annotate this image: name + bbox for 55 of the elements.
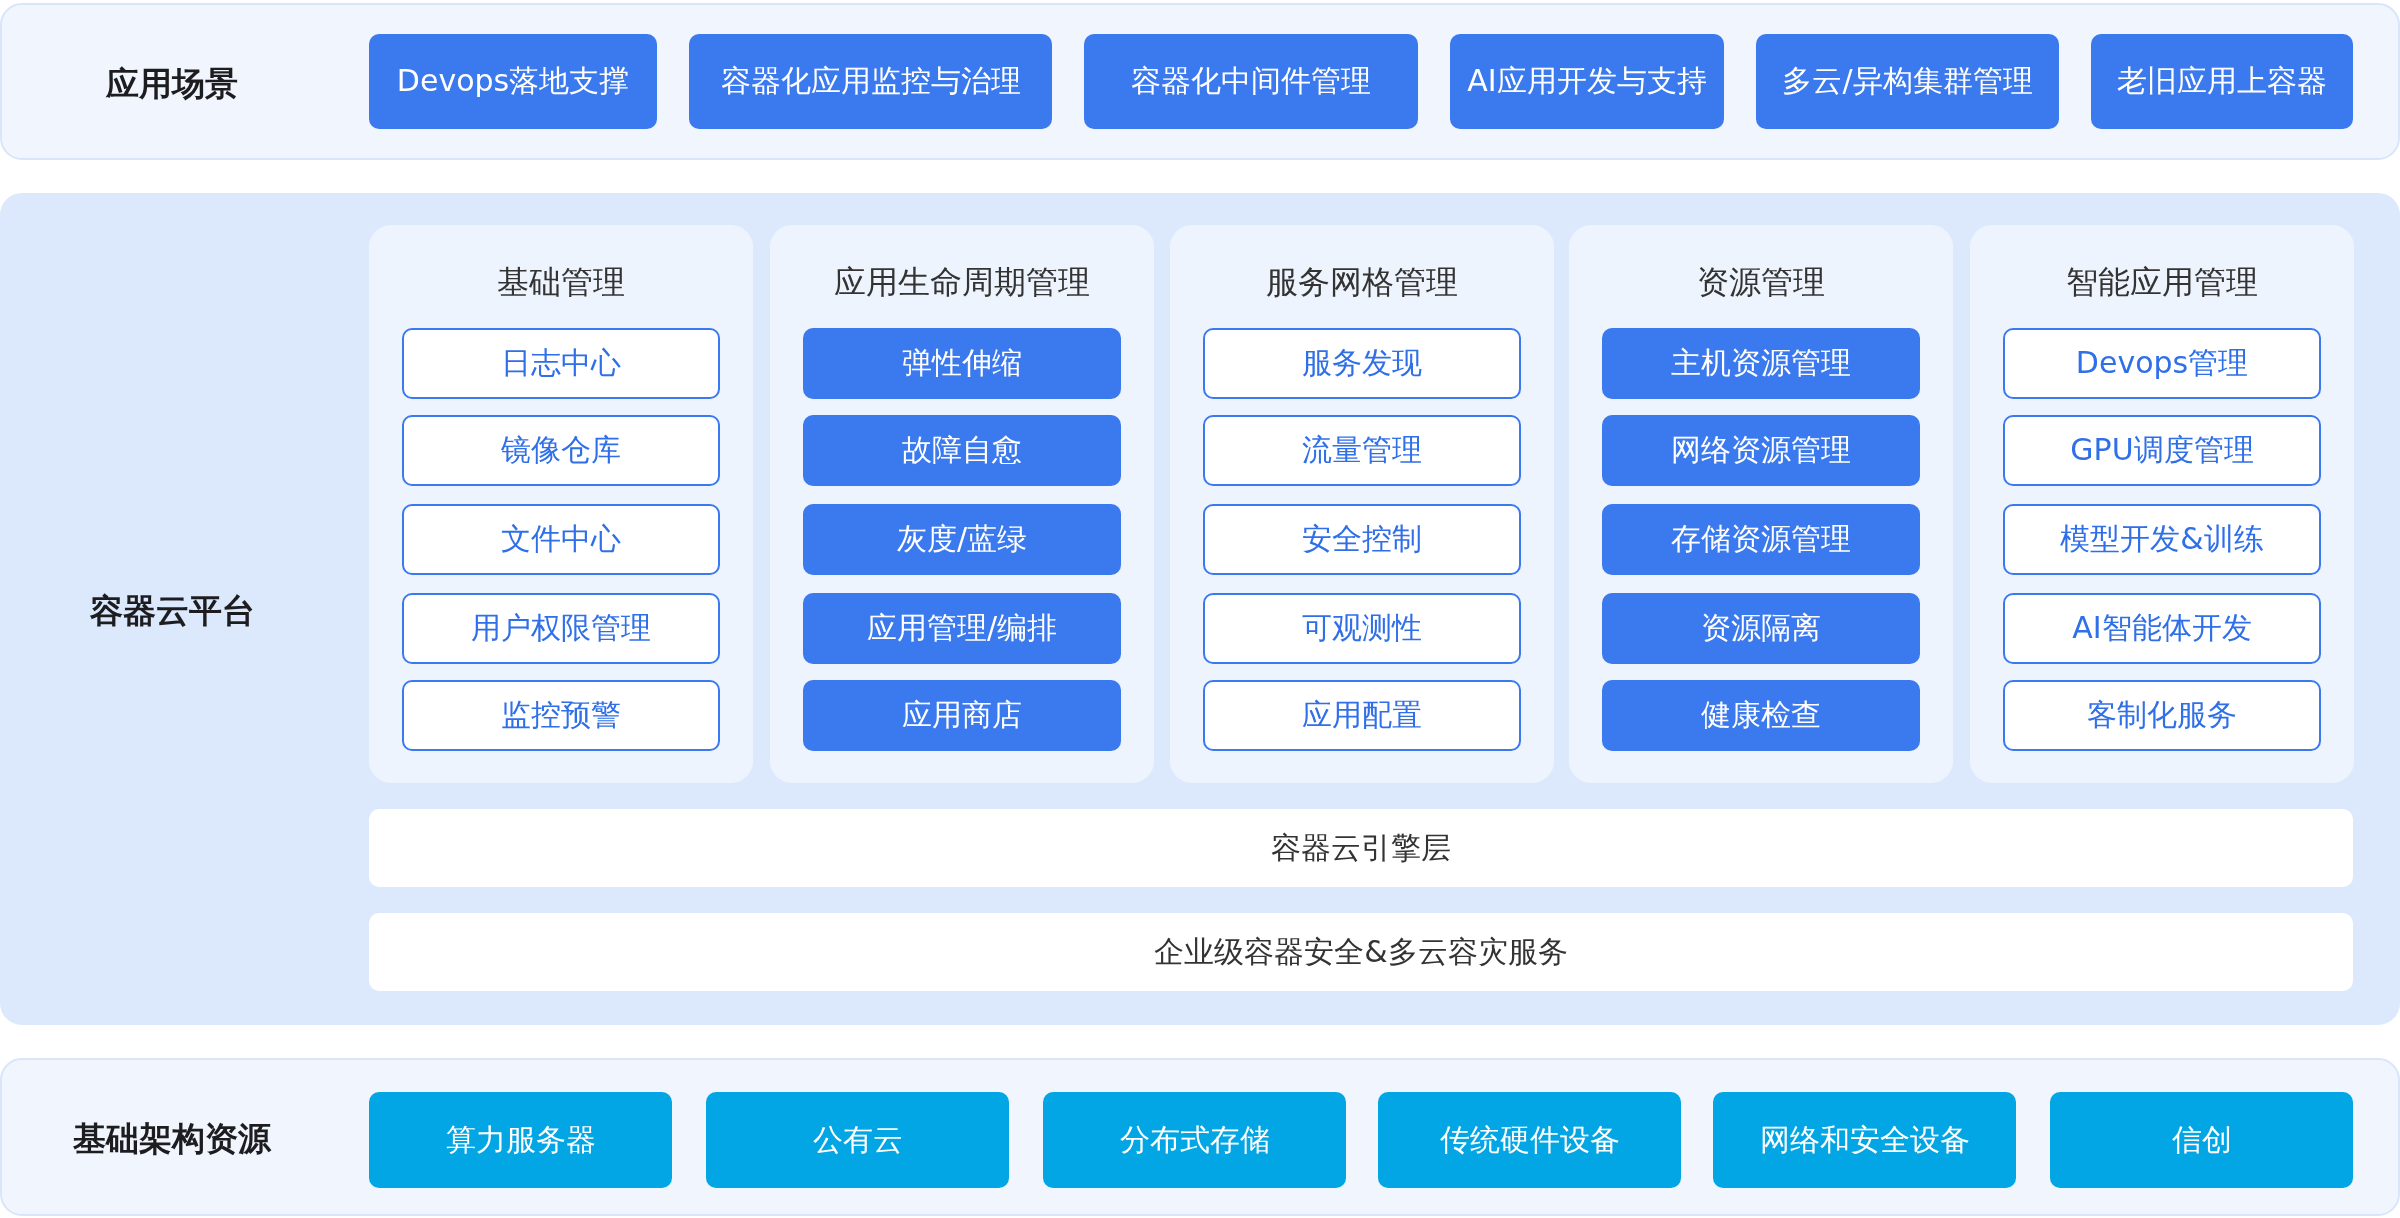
feature-tag: 资源隔离 (1602, 593, 1920, 664)
module-title: 智能应用管理 (2065, 262, 2259, 303)
feature-tag: 老旧应用上容器 (2091, 34, 2353, 129)
feature-tag: 监控预警 (402, 680, 720, 751)
feature-tag: 应用管理/编排 (803, 593, 1121, 664)
feature-tag: Devops落地支撑 (369, 34, 657, 129)
feature-tag: Devops管理 (2003, 328, 2321, 399)
feature-tag: 服务发现 (1203, 328, 1521, 399)
feature-tag: 灰度/蓝绿 (803, 504, 1121, 575)
feature-tag: 日志中心 (402, 328, 720, 399)
feature-tag: 应用配置 (1203, 680, 1521, 751)
service-layer-bar: 企业级容器安全&多云容灾服务 (369, 913, 2353, 991)
feature-tag: 应用商店 (803, 680, 1121, 751)
resource-tag: 分布式存储 (1043, 1092, 1346, 1188)
feature-tag: 容器化应用监控与治理 (689, 34, 1052, 129)
module-card (369, 225, 753, 783)
feature-tag: 故障自愈 (803, 415, 1121, 486)
feature-tag: AI应用开发与支持 (1450, 34, 1724, 129)
service-layer-bar: 容器云引擎层 (369, 809, 2353, 887)
module-card (1970, 225, 2354, 783)
module-card (770, 225, 1154, 783)
module-title: 服务网格管理 (1265, 262, 1459, 303)
module-card (1569, 225, 1953, 783)
feature-tag: 模型开发&训练 (2003, 504, 2321, 575)
feature-tag: 健康检查 (1602, 680, 1920, 751)
resource-tag: 信创 (2050, 1092, 2353, 1188)
layer-title: 应用场景 (105, 62, 239, 105)
layer-panel (0, 1058, 2400, 1216)
feature-tag: 网络资源管理 (1602, 415, 1920, 486)
module-title: 资源管理 (1696, 262, 1826, 303)
feature-tag: 主机资源管理 (1602, 328, 1920, 399)
module-title: 应用生命周期管理 (833, 262, 1091, 303)
feature-tag: 用户权限管理 (402, 593, 720, 664)
layer-title: 容器云平台 (88, 590, 256, 632)
module-card (1170, 225, 1554, 783)
module-title: 基础管理 (496, 262, 626, 303)
feature-tag: GPU调度管理 (2003, 415, 2321, 486)
feature-tag: 客制化服务 (2003, 680, 2321, 751)
feature-tag: 镜像仓库 (402, 415, 720, 486)
feature-tag: AI智能体开发 (2003, 593, 2321, 664)
layer-panel (0, 193, 2400, 1025)
feature-tag: 安全控制 (1203, 504, 1521, 575)
feature-tag: 容器化中间件管理 (1084, 34, 1418, 129)
feature-tag: 文件中心 (402, 504, 720, 575)
layer-title: 基础架构资源 (72, 1118, 272, 1160)
layer-panel (0, 3, 2400, 160)
feature-tag: 存储资源管理 (1602, 504, 1920, 575)
resource-tag: 网络和安全设备 (1713, 1092, 2016, 1188)
resource-tag: 公有云 (706, 1092, 1009, 1188)
resource-tag: 算力服务器 (369, 1092, 672, 1188)
feature-tag: 流量管理 (1203, 415, 1521, 486)
feature-tag: 弹性伸缩 (803, 328, 1121, 399)
feature-tag: 可观测性 (1203, 593, 1521, 664)
feature-tag: 多云/异构集群管理 (1756, 34, 2059, 129)
resource-tag: 传统硬件设备 (1378, 1092, 1681, 1188)
